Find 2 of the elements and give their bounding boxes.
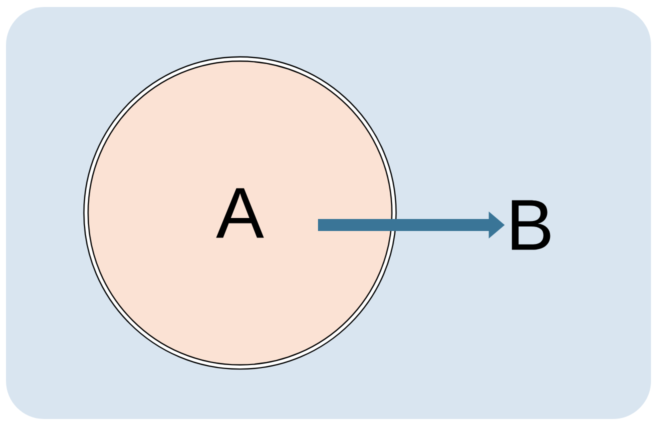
circle-region: A <box>83 56 397 370</box>
region-label: B <box>512 200 550 250</box>
